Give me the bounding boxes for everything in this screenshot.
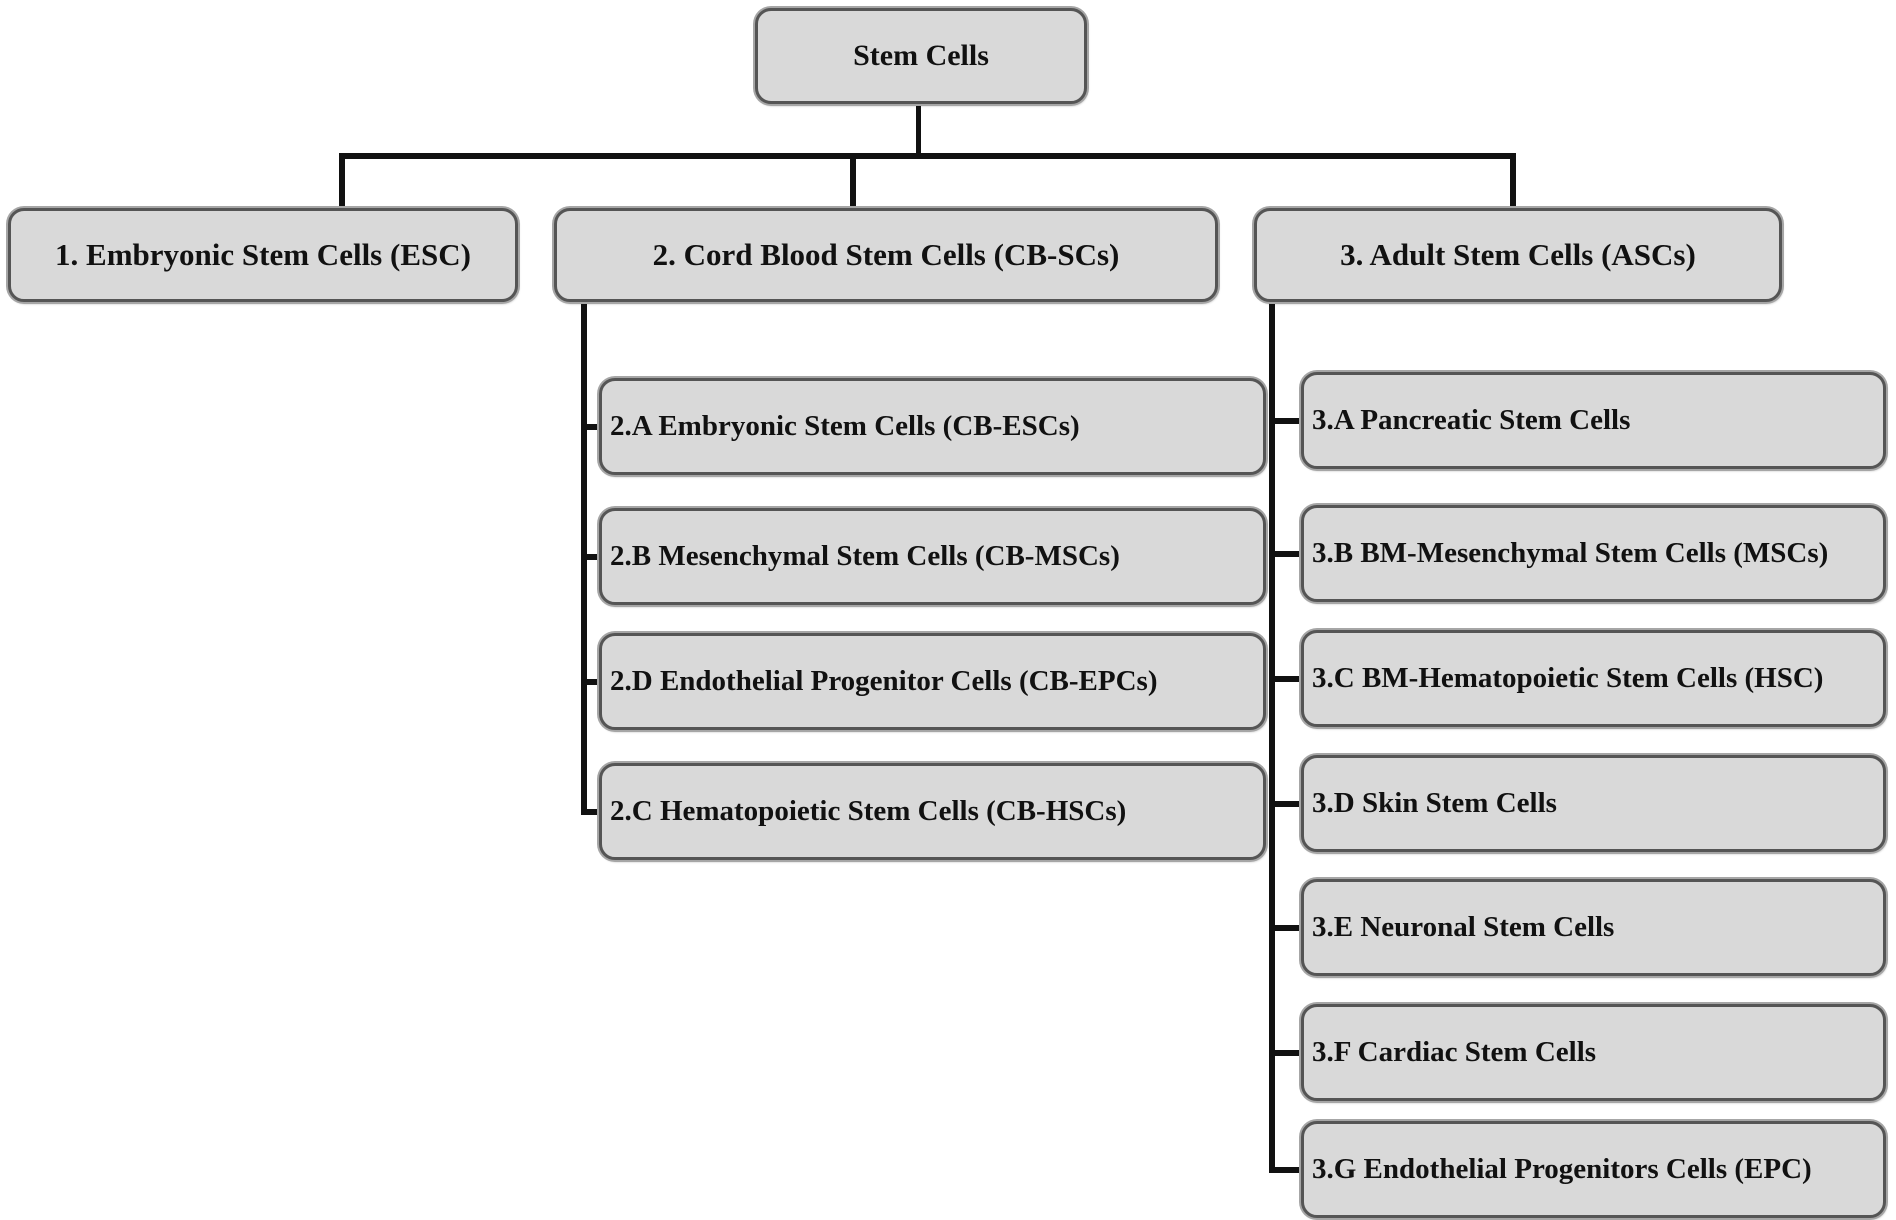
node-adult-stem-cells-label: 3. Adult Stem Cells (ASCs) — [1340, 237, 1696, 272]
node-adult-stem-cells: 3. Adult Stem Cells (ASCs) — [1254, 208, 1782, 302]
node-skin-stem-cells: 3.D Skin Stem Cells — [1301, 755, 1886, 852]
node-cb-mesenchymal-stem-cells-label: 2.B Mesenchymal Stem Cells (CB-MSCs) — [610, 540, 1120, 572]
node-embryonic-stem-cells-label: 1. Embryonic Stem Cells (ESC) — [55, 237, 471, 272]
node-pancreatic-stem-cells: 3.A Pancreatic Stem Cells — [1301, 372, 1886, 469]
connector-stub-3b — [1269, 551, 1303, 557]
connector-stub-3a — [1269, 418, 1303, 424]
node-cb-hematopoietic-stem-cells-label: 2.C Hematopoietic Stem Cells (CB-HSCs) — [610, 795, 1127, 827]
node-cb-mesenchymal-stem-cells: 2.B Mesenchymal Stem Cells (CB-MSCs) — [599, 508, 1266, 605]
node-cb-hematopoietic-stem-cells: 2.C Hematopoietic Stem Cells (CB-HSCs) — [599, 763, 1266, 860]
connector-drop-branch-3 — [1510, 153, 1516, 210]
node-endothelial-progenitors-cells: 3.G Endothelial Progenitors Cells (EPC) — [1301, 1121, 1886, 1218]
connector-stub-3e — [1269, 925, 1303, 931]
node-neuronal-stem-cells-label: 3.E Neuronal Stem Cells — [1312, 911, 1615, 943]
connector-trunk-group-3 — [1269, 302, 1275, 1173]
connector-horizontal-bar — [339, 153, 1516, 159]
node-cb-embryonic-stem-cells: 2.A Embryonic Stem Cells (CB-ESCs) — [599, 378, 1266, 475]
node-pancreatic-stem-cells-label: 3.A Pancreatic Stem Cells — [1312, 404, 1631, 436]
node-cord-blood-stem-cells: 2. Cord Blood Stem Cells (CB-SCs) — [554, 208, 1218, 302]
connector-stub-2c — [581, 809, 601, 815]
node-bm-mesenchymal-stem-cells: 3.B BM-Mesenchymal Stem Cells (MSCs) — [1301, 505, 1886, 602]
connector-stub-2d — [581, 679, 601, 685]
node-cb-embryonic-stem-cells-label: 2.A Embryonic Stem Cells (CB-ESCs) — [610, 410, 1080, 442]
connector-drop-branch-1 — [339, 153, 345, 210]
connector-root-stem — [916, 103, 921, 156]
connector-stub-3f — [1269, 1050, 1303, 1056]
node-bm-hematopoietic-stem-cells: 3.C BM-Hematopoietic Stem Cells (HSC) — [1301, 630, 1886, 727]
node-cb-endothelial-progenitor-cells: 2.D Endothelial Progenitor Cells (CB-EPC… — [599, 633, 1266, 730]
connector-stub-2a — [581, 424, 601, 430]
connector-drop-branch-2 — [850, 153, 856, 210]
node-endothelial-progenitors-cells-label: 3.G Endothelial Progenitors Cells (EPC) — [1312, 1153, 1812, 1185]
node-stem-cells: Stem Cells — [755, 8, 1087, 104]
node-bm-mesenchymal-stem-cells-label: 3.B BM-Mesenchymal Stem Cells (MSCs) — [1312, 537, 1829, 569]
node-cardiac-stem-cells: 3.F Cardiac Stem Cells — [1301, 1004, 1886, 1101]
node-cord-blood-stem-cells-label: 2. Cord Blood Stem Cells (CB-SCs) — [652, 237, 1120, 272]
node-bm-hematopoietic-stem-cells-label: 3.C BM-Hematopoietic Stem Cells (HSC) — [1312, 662, 1824, 694]
node-neuronal-stem-cells: 3.E Neuronal Stem Cells — [1301, 879, 1886, 976]
connector-stub-3d — [1269, 801, 1303, 807]
node-skin-stem-cells-label: 3.D Skin Stem Cells — [1312, 787, 1557, 819]
connector-stub-3g — [1269, 1167, 1303, 1173]
connector-stub-3c — [1269, 676, 1303, 682]
node-embryonic-stem-cells: 1. Embryonic Stem Cells (ESC) — [8, 208, 518, 302]
node-stem-cells-label: Stem Cells — [853, 39, 989, 72]
node-cb-endothelial-progenitor-cells-label: 2.D Endothelial Progenitor Cells (CB-EPC… — [610, 665, 1158, 697]
node-cardiac-stem-cells-label: 3.F Cardiac Stem Cells — [1312, 1036, 1597, 1068]
connector-stub-2b — [581, 554, 601, 560]
